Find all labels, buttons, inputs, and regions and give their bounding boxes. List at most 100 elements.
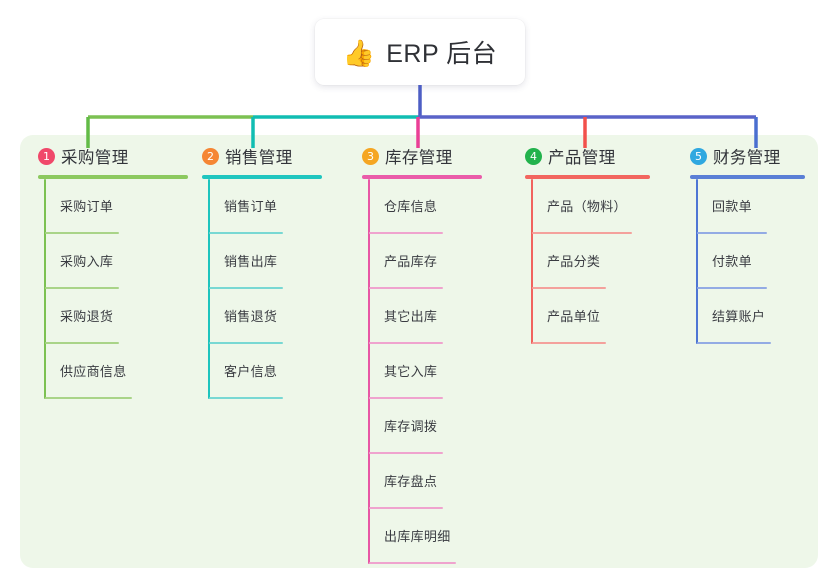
branch-item-label: 采购订单	[60, 198, 114, 214]
branch-item[interactable]: 回款单	[690, 179, 805, 234]
branch-header-rule	[38, 175, 188, 179]
branch-item[interactable]: 采购退货	[38, 289, 188, 344]
branch-index-badge: 3	[362, 147, 379, 165]
branch-header[interactable]: 1 采购管理	[38, 143, 188, 169]
branch-header-rule	[525, 175, 650, 179]
branch-item-label: 产品（物料）	[547, 198, 627, 214]
branch-item[interactable]: 结算账户	[690, 289, 805, 344]
branch-item-rule	[532, 231, 632, 234]
root-node-content: 👍 ERP 后台	[343, 34, 497, 70]
branch-item[interactable]: 销售出库	[202, 234, 322, 289]
branch-item-rule	[369, 561, 456, 564]
branch-header-rule	[362, 175, 482, 179]
branch-spine	[531, 178, 533, 344]
branch-item-rule	[45, 396, 132, 399]
branch-item-rule	[369, 286, 443, 289]
branch-item-label: 回款单	[712, 198, 752, 214]
branch-item[interactable]: 付款单	[690, 234, 805, 289]
branch-item-list: 产品（物料） 产品分类产品单位	[525, 178, 650, 344]
branch-item[interactable]: 供应商信息	[38, 344, 188, 399]
branch-spine	[696, 178, 698, 344]
branch-item-label: 销售退货	[224, 308, 278, 324]
branch-item[interactable]: 产品分类	[525, 234, 650, 289]
branch-title: 财务管理	[713, 149, 781, 167]
branch-item[interactable]: 客户信息	[202, 344, 322, 399]
thumbs-up-icon: 👍	[342, 38, 376, 68]
branch-item-list: 销售订单销售出库销售退货客户信息	[202, 178, 322, 399]
branch-item-label: 产品单位	[547, 308, 601, 324]
branch-title: 采购管理	[61, 149, 129, 167]
branch-item-label: 库存调拨	[384, 418, 438, 434]
branch-item-rule	[369, 231, 443, 234]
branch-item-label: 采购退货	[60, 308, 114, 324]
root-node-title: ERP 后台	[386, 40, 498, 68]
root-node[interactable]: 👍 ERP 后台	[315, 19, 525, 85]
branch-item-list: 采购订单采购入库采购退货供应商信息	[38, 178, 188, 399]
branch-item[interactable]: 库存调拨	[362, 399, 482, 454]
branch-item-rule	[45, 286, 119, 289]
branch-item-rule	[697, 231, 767, 234]
branch-title: 销售管理	[225, 149, 293, 167]
branch-item-label: 产品分类	[547, 253, 601, 269]
branch-item-rule	[45, 341, 119, 344]
branch-item-list: 仓库信息产品库存其它出库其它入库库存调拨库存盘点出库库明细	[362, 178, 482, 564]
branch-item-rule	[697, 341, 771, 344]
branch-item[interactable]: 产品（物料）	[525, 179, 650, 234]
branch-item-rule	[369, 506, 443, 509]
branch-column: 5 财务管理回款单付款单结算账户	[690, 143, 805, 344]
branch-item-label: 产品库存	[384, 253, 438, 269]
branch-item-label: 仓库信息	[384, 198, 438, 214]
branch-title: 库存管理	[385, 149, 453, 167]
branch-header[interactable]: 2 销售管理	[202, 143, 322, 169]
branch-header-rule	[690, 175, 805, 179]
branch-index-badge: 2	[202, 147, 219, 165]
branch-item-label: 其它入库	[384, 363, 438, 379]
branch-item-label: 其它出库	[384, 308, 438, 324]
branch-item-label: 采购入库	[60, 253, 114, 269]
branch-item[interactable]: 库存盘点	[362, 454, 482, 509]
branch-item-label: 结算账户	[712, 308, 766, 324]
branch-index-badge: 5	[690, 147, 707, 165]
diagram-panel	[20, 135, 818, 568]
branch-item[interactable]: 出库库明细	[362, 509, 482, 564]
branch-spine	[208, 178, 210, 399]
branch-item[interactable]: 销售退货	[202, 289, 322, 344]
branch-item-rule	[209, 286, 283, 289]
branch-item[interactable]: 其它出库	[362, 289, 482, 344]
branch-spine	[44, 178, 46, 399]
branch-item-label: 销售订单	[224, 198, 278, 214]
branch-item[interactable]: 销售订单	[202, 179, 322, 234]
branch-column: 3 库存管理仓库信息产品库存其它出库其它入库库存调拨库存盘点出库库明细	[362, 143, 482, 564]
branch-item-rule	[369, 451, 443, 454]
branch-item-rule	[209, 231, 283, 234]
branch-item[interactable]: 采购订单	[38, 179, 188, 234]
branch-item-label: 客户信息	[224, 363, 278, 379]
branch-header[interactable]: 3 库存管理	[362, 143, 482, 169]
branch-item[interactable]: 其它入库	[362, 344, 482, 399]
branch-item-rule	[369, 341, 443, 344]
branch-item[interactable]: 采购入库	[38, 234, 188, 289]
branch-column: 2 销售管理销售订单销售出库销售退货客户信息	[202, 143, 322, 399]
branch-item-rule	[209, 341, 283, 344]
branch-item-label: 付款单	[712, 253, 752, 269]
branch-item[interactable]: 产品单位	[525, 289, 650, 344]
branch-item-label: 出库库明细	[384, 528, 451, 544]
branch-item-rule	[532, 286, 606, 289]
branch-item[interactable]: 仓库信息	[362, 179, 482, 234]
branch-header-rule	[202, 175, 322, 179]
branch-column: 1 采购管理采购订单采购入库采购退货供应商信息	[38, 143, 188, 399]
branch-item-label: 库存盘点	[384, 473, 438, 489]
branch-item-list: 回款单付款单结算账户	[690, 178, 805, 344]
branch-item[interactable]: 产品库存	[362, 234, 482, 289]
branch-item-label: 销售出库	[224, 253, 278, 269]
branch-item-rule	[532, 341, 606, 344]
branch-index-badge: 4	[525, 147, 542, 165]
branch-item-rule	[369, 396, 443, 399]
branch-index-badge: 1	[38, 147, 55, 165]
branch-item-rule	[209, 396, 283, 399]
branch-item-rule	[697, 286, 767, 289]
branch-header[interactable]: 5 财务管理	[690, 143, 805, 169]
